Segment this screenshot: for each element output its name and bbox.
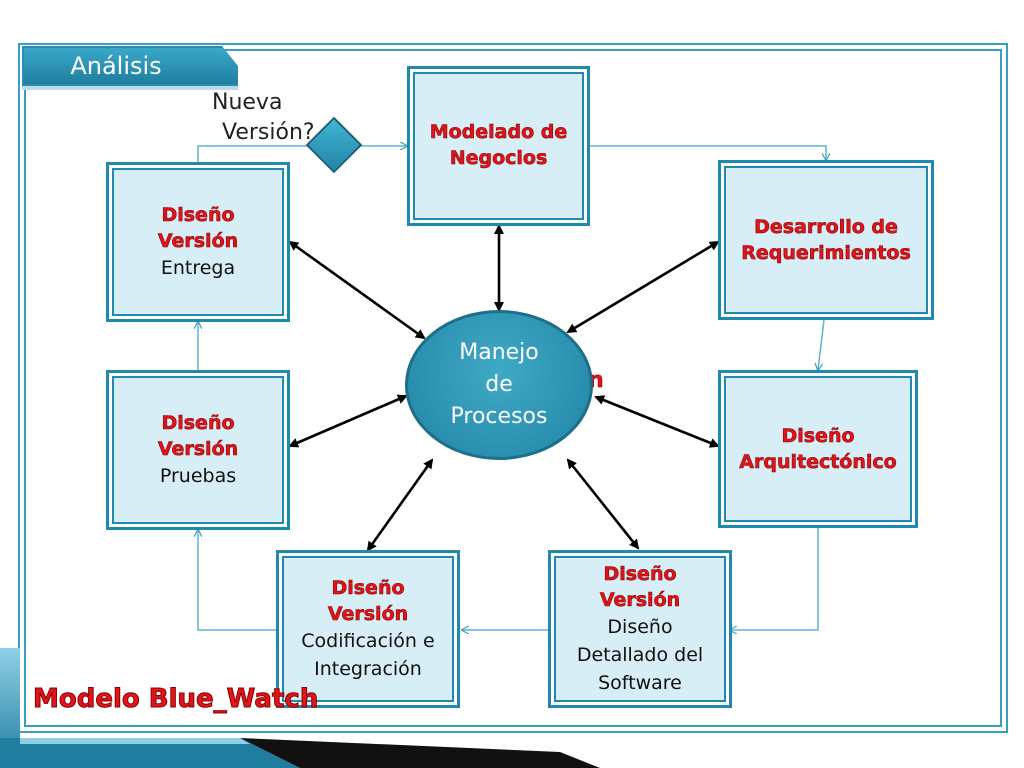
box-title: Diseño bbox=[161, 412, 235, 435]
center-line-3: Procesos bbox=[450, 404, 548, 429]
center-circle-manejo-procesos: Manejo de Procesos bbox=[405, 310, 593, 460]
box-title: Desarrollo de bbox=[754, 216, 898, 239]
arrow-center-pruebas bbox=[288, 394, 408, 448]
section-tab-shadow bbox=[22, 86, 238, 90]
box-diseno-arquitectonico: Diseño Arquitectónico bbox=[718, 370, 918, 528]
question-line-2: Versión? bbox=[222, 120, 315, 145]
box-subtitle: Detallado del bbox=[576, 644, 704, 666]
flow-requerimientos-to-arquitectonico bbox=[818, 319, 825, 370]
box-subtitle: Entrega bbox=[160, 257, 236, 279]
arrow-center-detallado bbox=[566, 458, 640, 550]
box-title: Versión bbox=[157, 230, 239, 253]
box-diseno-detallado: Diseño Versión Diseño Detallado del Soft… bbox=[548, 550, 732, 708]
flow-codificacion-to-pruebas bbox=[198, 530, 278, 631]
box-subtitle: Codificación e bbox=[301, 630, 435, 652]
center-line-2: de bbox=[485, 372, 513, 397]
arrow-center-entrega bbox=[288, 240, 426, 340]
box-entrega: Diseño Versión Entrega bbox=[106, 162, 290, 322]
new-version-question: Nueva Versión? bbox=[212, 88, 315, 148]
box-subtitle: Software bbox=[598, 672, 682, 694]
arrow-center-codificacion bbox=[366, 458, 434, 552]
flow-entrega-to-decision bbox=[197, 145, 310, 162]
flow-modelado-to-requerimientos bbox=[590, 145, 826, 160]
box-title: Requerimientos bbox=[741, 242, 911, 265]
decoration-bottom bbox=[0, 738, 600, 768]
section-tab: Análisis bbox=[22, 46, 238, 86]
box-title: Versión bbox=[599, 589, 681, 612]
flow-arquitectonico-to-detallado bbox=[730, 528, 819, 630]
box-title: Modelado de bbox=[429, 121, 568, 144]
arrow-center-requerimientos bbox=[566, 240, 720, 334]
box-title: Diseño bbox=[781, 425, 855, 448]
center-line-1: Manejo bbox=[459, 340, 539, 365]
box-subtitle: Pruebas bbox=[159, 465, 237, 487]
box-title: Diseño bbox=[331, 577, 405, 600]
question-line-1: Nueva bbox=[212, 90, 283, 115]
box-desarrollo-requerimientos: Desarrollo de Requerimientos bbox=[718, 160, 934, 320]
box-codificacion-integracion: Diseño Versión Codificación e Integració… bbox=[276, 550, 460, 708]
box-subtitle: Diseño bbox=[607, 616, 673, 638]
box-title: Versión bbox=[327, 603, 409, 626]
box-subtitle: Integración bbox=[314, 658, 422, 680]
box-modelado-negocios: Modelado de Negocios bbox=[407, 66, 590, 226]
box-title: Diseño bbox=[161, 204, 235, 227]
box-title: Diseño bbox=[603, 563, 677, 586]
model-title: Modelo Blue_Watch bbox=[32, 684, 319, 715]
arrow-center-arquitectonico bbox=[594, 395, 720, 448]
box-title: Negocios bbox=[449, 147, 548, 170]
box-title: Arquitectónico bbox=[739, 451, 897, 474]
box-pruebas: Diseño Versión Pruebas bbox=[106, 370, 290, 530]
box-title: Versión bbox=[157, 438, 239, 461]
slide-frame-inner bbox=[24, 49, 1002, 727]
